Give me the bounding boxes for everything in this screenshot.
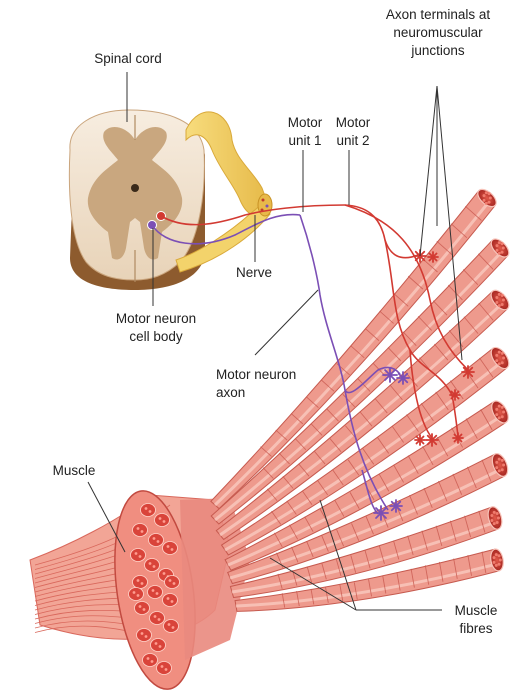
fascicle (133, 576, 148, 589)
label-muscle-fibres-line2: fibres (446, 620, 506, 638)
label-muscle-text: Muscle (44, 462, 104, 480)
fascicle (165, 576, 180, 589)
axon-terminal (415, 435, 425, 445)
label-motor-unit-2-line2: unit 2 (330, 132, 376, 150)
label-motor-unit-1-line2: unit 1 (282, 132, 328, 150)
label-axon-line2: axon (216, 384, 316, 402)
axon-terminal (397, 372, 409, 384)
label-motor-neuron-axon: Motor neuron axon (216, 366, 316, 402)
axon-terminal (374, 506, 388, 520)
label-cell-body-line1: Motor neuron (104, 310, 208, 328)
fascicle (137, 629, 152, 642)
fascicle (155, 514, 170, 527)
label-spinal-cord: Spinal cord (76, 50, 180, 68)
fascicle (163, 542, 178, 555)
label-motor-neuron-cell-body: Motor neuron cell body (104, 310, 208, 346)
axon-terminal (462, 366, 474, 378)
label-motor-unit-2-line1: Motor (330, 114, 376, 132)
fascicle (131, 549, 146, 562)
fascicle (149, 534, 164, 547)
fascicle (163, 594, 178, 607)
label-spinal-cord-text: Spinal cord (76, 50, 180, 68)
label-axon-line1: Motor neuron (216, 366, 316, 384)
label-nerve-text: Nerve (226, 264, 282, 282)
fascicle (150, 612, 165, 625)
fascicle (133, 524, 148, 537)
label-motor-unit-1-line1: Motor (282, 114, 328, 132)
axon-terminal (426, 434, 438, 446)
label-motor-unit-1: Motor unit 1 (282, 114, 328, 150)
axon-terminal (390, 500, 402, 512)
fascicle (148, 586, 163, 599)
fascicle (157, 662, 172, 675)
label-motor-unit-2: Motor unit 2 (330, 114, 376, 150)
label-axon-terminals-line2: neuromuscular (372, 24, 504, 42)
label-muscle-fibres-line1: Muscle (446, 602, 506, 620)
fascicle (143, 654, 158, 667)
fascicle (151, 639, 166, 652)
label-axon-terminals-line1: Axon terminals at (372, 6, 504, 24)
fascicle (141, 504, 156, 517)
label-muscle: Muscle (44, 462, 104, 480)
fascicle (164, 620, 179, 633)
axon-terminal (428, 252, 438, 262)
label-nerve: Nerve (226, 264, 282, 282)
fascicle (129, 588, 144, 601)
axon-terminal (453, 433, 463, 443)
fascicle (145, 559, 160, 572)
label-muscle-fibres: Muscle fibres (446, 602, 506, 638)
fascicle (135, 602, 150, 615)
label-axon-terminals-line3: junctions (372, 42, 504, 60)
axon-terminal (383, 368, 397, 382)
axon-terminal (450, 390, 460, 400)
label-axon-terminals: Axon terminals at neuromuscular junction… (372, 6, 504, 60)
label-cell-body-line2: cell body (104, 328, 208, 346)
